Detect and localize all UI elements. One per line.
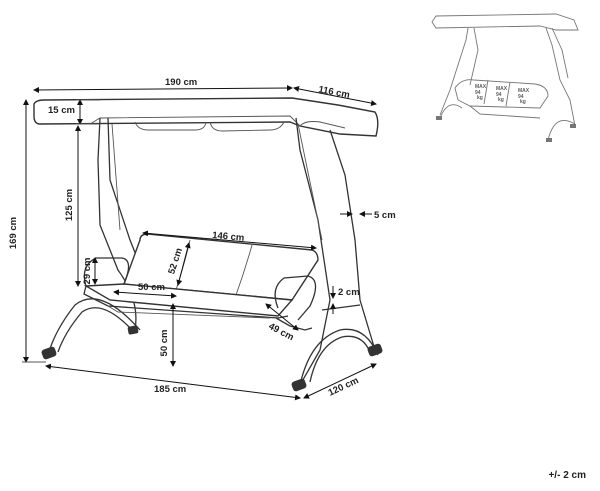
label-frame-tube: 5 cm bbox=[374, 210, 396, 221]
svg-text:94: 94 bbox=[496, 92, 502, 98]
frame-right-back-leg bbox=[329, 129, 376, 351]
svg-text:MAX: MAX bbox=[475, 84, 487, 90]
label-seat-depth: 50 cm bbox=[138, 282, 165, 293]
max-load-badge-1: MAX 94 kg bbox=[475, 84, 487, 101]
svg-text:kg: kg bbox=[520, 99, 526, 105]
seat-bottom bbox=[107, 305, 271, 319]
canopy-flap-1 bbox=[134, 121, 207, 131]
frame-right-front-leg bbox=[295, 117, 331, 386]
label-canopy-width: 190 cm bbox=[165, 77, 197, 88]
frame-right-base bbox=[299, 328, 379, 386]
swing-main-drawing bbox=[33, 97, 383, 392]
svg-text:MAX: MAX bbox=[496, 86, 508, 92]
label-seat-thickness: 2 cm bbox=[338, 287, 360, 298]
armrest-right bbox=[274, 275, 317, 321]
label-canopy-height: 15 cm bbox=[48, 105, 75, 116]
dimension-lines bbox=[22, 85, 377, 401]
label-seat-width: 146 cm bbox=[212, 230, 245, 244]
frame-right-base-inner bbox=[309, 335, 371, 383]
canopy-flap-2 bbox=[209, 121, 285, 132]
foot-left-back bbox=[127, 325, 139, 335]
max-load-badge-3: MAX 94 kg bbox=[518, 88, 530, 105]
dimension-labels: 190 cm 116 cm 15 cm 169 cm 125 cm 5 cm 1… bbox=[8, 77, 396, 399]
label-base-depth: 120 cm bbox=[327, 375, 361, 399]
label-seat-to-canopy: 125 cm bbox=[64, 189, 75, 221]
label-seat-height: 50 cm bbox=[159, 330, 170, 357]
canopy-underside bbox=[89, 115, 301, 127]
tolerance-note: +/- 2 cm bbox=[548, 470, 586, 481]
svg-text:94: 94 bbox=[518, 94, 524, 100]
label-base-width: 185 cm bbox=[154, 384, 186, 395]
label-total-height: 169 cm bbox=[8, 217, 19, 249]
frame-right-brace bbox=[321, 304, 361, 311]
svg-text:kg: kg bbox=[477, 95, 483, 101]
armrest-left bbox=[83, 257, 130, 287]
label-canopy-depth: 116 cm bbox=[317, 84, 350, 101]
frame-left-base bbox=[47, 298, 141, 356]
foot-right bbox=[291, 378, 307, 392]
frame-left-base-inner bbox=[57, 307, 133, 353]
max-load-badge-2: MAX 94 kg bbox=[496, 86, 508, 103]
canopy-side bbox=[299, 121, 346, 129]
chain-left bbox=[111, 123, 121, 231]
svg-text:kg: kg bbox=[498, 97, 504, 103]
svg-text:94: 94 bbox=[475, 90, 481, 96]
thumbnail-drawing: MAX 94 kg MAX 94 kg MAX 94 kg bbox=[431, 13, 579, 142]
svg-text:MAX: MAX bbox=[518, 88, 530, 94]
label-armrest-height: 29 cm bbox=[82, 258, 93, 285]
foot-right-back bbox=[367, 343, 383, 357]
foot-left bbox=[41, 346, 57, 360]
chain-right bbox=[297, 123, 323, 241]
